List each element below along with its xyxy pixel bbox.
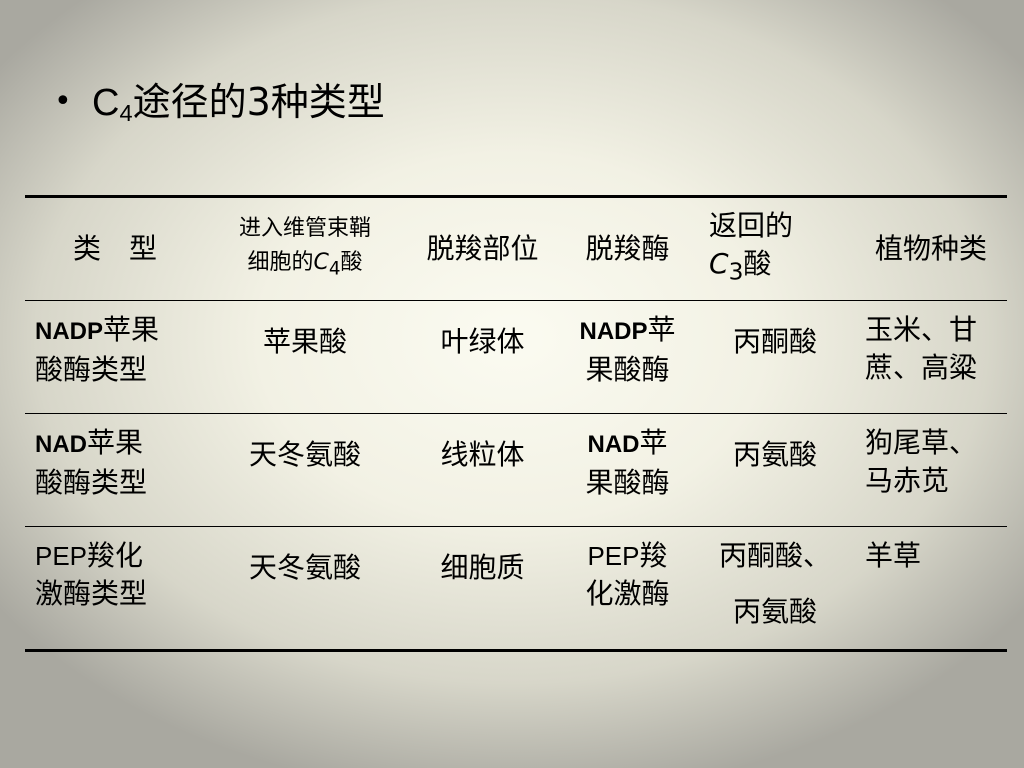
title-subscript: 4 <box>119 99 133 126</box>
cell-enzyme: NADP苹 果酸酶 <box>560 301 695 414</box>
cell-c3-acid-line1: 丙酮酸、 <box>718 539 831 572</box>
header-decarboxylation-site: 脱羧部位 <box>426 232 539 265</box>
header-c4-acid-c: C <box>313 249 329 275</box>
cell-type-latin: NADP <box>35 318 104 345</box>
cell-plants-line1: 玉米、甘 <box>865 313 978 346</box>
cell-site: 叶绿体 <box>440 325 525 358</box>
header-decarboxylase: 脱羧酶 <box>585 232 670 265</box>
cell-enzyme-cn2: 果酸酶 <box>585 353 670 386</box>
cell-type-latin: PEP <box>35 541 88 571</box>
title-suffix: 途径的3种类型 <box>132 80 385 124</box>
cell-enzyme-latin: NADP <box>579 318 648 345</box>
cell-enzyme-cn2: 果酸酶 <box>585 466 670 499</box>
cell-enzyme-cn1: 苹 <box>639 426 668 459</box>
cell-enzyme-cn1: 苹 <box>647 313 676 346</box>
cell-enzyme: PEP羧 化激酶 <box>560 527 695 651</box>
cell-site: 细胞质 <box>440 551 525 584</box>
header-c4-acid-suffix: 酸 <box>340 249 363 275</box>
table-row: PEP羧化 激酶类型 天冬氨酸 细胞质 PEP羧 化激酶 丙酮酸、 丙氨酸 羊草 <box>25 526 1007 651</box>
cell-type-cn1: 羧化 <box>87 539 144 572</box>
cell-c4-acid: 天冬氨酸 <box>248 551 361 584</box>
cell-plants: 羊草 <box>855 527 1007 651</box>
table-header-row: 类 型 进入维管束鞘 细胞的C4酸 脱羧部位 脱羧酶 返回的 C3酸 植物种类 <box>25 196 1007 301</box>
header-c3-acid: 返回的 C3酸 <box>695 197 855 301</box>
c4-pathway-table: 类 型 进入维管束鞘 细胞的C4酸 脱羧部位 脱羧酶 返回的 C3酸 植物种类 … <box>25 195 1007 652</box>
header-c4-acid: 进入维管束鞘 细胞的C4酸 <box>205 197 405 301</box>
cell-c3-acid-line2: 丙氨酸 <box>732 595 817 628</box>
table-row: NAD苹果 酸酶类型 天冬氨酸 线粒体 NAD苹 果酸酶 丙氨酸 狗尾草、 马赤… <box>25 413 1007 527</box>
cell-c4-acid: 苹果酸 <box>262 325 347 358</box>
cell-enzyme-cn1: 羧 <box>639 539 668 572</box>
cell-plants-line1: 羊草 <box>865 539 922 572</box>
cell-c4-acid: 天冬氨酸 <box>248 438 361 471</box>
cell-site: 线粒体 <box>440 438 525 471</box>
cell-type-latin: NAD <box>35 431 87 458</box>
bullet-icon: • <box>54 84 72 119</box>
header-c4-acid-line1: 进入维管束鞘 <box>238 215 371 241</box>
cell-type-cn2: 激酶类型 <box>35 577 148 610</box>
cell-type-cn2: 酸酶类型 <box>35 353 148 386</box>
cell-c3-acid: 丙氨酸 <box>732 438 817 471</box>
cell-c3-acid: 丙酮酸 <box>732 325 817 358</box>
cell-plants: 狗尾草、 马赤苋 <box>855 414 1007 527</box>
cell-type-cn1: 苹果 <box>103 313 160 346</box>
header-c3-acid-suffix: 酸 <box>743 247 772 281</box>
cell-enzyme-latin: NAD <box>587 431 640 458</box>
table-row: NADP苹果 酸酶类型 苹果酸 叶绿体 NADP苹 果酸酶 丙酮酸 玉米、甘 蔗… <box>25 300 1007 414</box>
cell-enzyme: NAD苹 果酸酶 <box>560 414 695 527</box>
header-c4-acid-line2: 细胞的C4酸 <box>211 246 399 286</box>
header-type: 类 型 <box>72 232 157 265</box>
header-c3-acid-line1: 返回的 <box>709 209 794 243</box>
cell-type-cn2: 酸酶类型 <box>35 466 148 499</box>
cell-plants-line2: 马赤苋 <box>865 464 950 497</box>
header-c3-acid-sub: 3 <box>728 257 744 286</box>
cell-enzyme-cn2: 化激酶 <box>585 577 670 610</box>
header-c3-acid-c: C <box>709 247 729 281</box>
cell-plants-line2: 蔗、高粱 <box>865 351 978 384</box>
header-c3-acid-line2: C3酸 <box>709 245 849 291</box>
cell-plants-line1: 狗尾草、 <box>865 426 978 459</box>
cell-type: NAD苹果 酸酶类型 <box>25 414 205 527</box>
cell-enzyme-latin: PEP <box>587 541 640 571</box>
cell-type-cn1: 苹果 <box>87 426 144 459</box>
slide-title: • C4途径的3种类型 <box>54 78 385 127</box>
header-c4-acid-sub: 4 <box>328 258 341 280</box>
title-prefix: C <box>92 82 120 124</box>
cell-type: PEP羧化 激酶类型 <box>25 527 205 651</box>
header-plant-species: 植物种类 <box>874 232 987 265</box>
cell-c3-acid: 丙酮酸、 丙氨酸 <box>695 527 855 651</box>
cell-type: NADP苹果 酸酶类型 <box>25 301 205 414</box>
header-c4-acid-prefix: 细胞的 <box>247 249 314 275</box>
cell-plants: 玉米、甘 蔗、高粱 <box>855 301 1007 414</box>
